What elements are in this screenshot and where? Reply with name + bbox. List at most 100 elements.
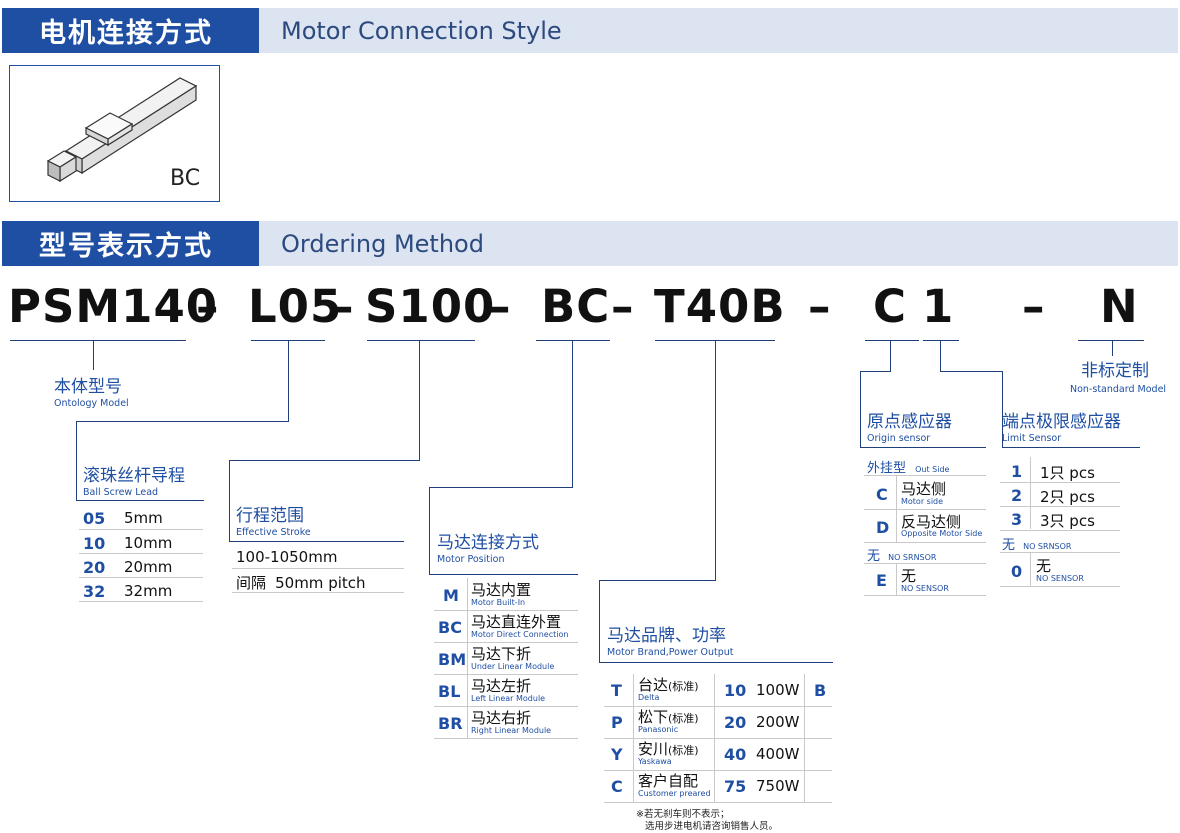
power-code: 20 [724,713,747,732]
power-value: 200W [756,713,800,731]
origin-en: Opposite Motor Side [901,529,983,538]
code-part-body: PSM140 [8,280,219,333]
section2-title-en: Ordering Method [259,221,1178,266]
position-en: Left Linear Module [471,694,546,703]
section1-title-cn: 电机连接方式 [2,8,259,53]
limit-value: 3只 pcs [1040,512,1095,530]
power-value: 100W [756,681,800,699]
stroke-subtitle: Effective Stroke [236,527,311,538]
brand-note-1: ※若无刹车则不表示； [636,809,730,820]
brand-cn: 安川(标准) [638,740,699,758]
position-en: Motor Direct Connection [471,630,569,639]
power-code: 75 [724,777,747,796]
origin-sensor-subtitle: Origin sensor [867,433,931,444]
code-part-stroke: S100 [365,280,496,333]
position-code: BM [438,650,467,669]
brand-en: Panasonic [638,725,679,734]
brand-code: P [611,713,623,732]
brake-code: B [814,681,827,700]
limit-code: 2 [1011,486,1023,505]
position-code: BL [438,682,461,701]
origin-cn: 无 [901,567,917,585]
position-en: Right Linear Module [471,726,552,735]
product-image-label: BC [170,166,201,191]
ball-screw-subtitle: Ball Screw Lead [83,487,159,498]
lead-value: 5mm [124,509,163,527]
brand-code: Y [611,745,623,764]
code-dash: – [808,280,832,333]
power-code: 40 [724,745,747,764]
brand-en: Delta [638,693,660,702]
code-part-non-standard: N [1100,280,1139,333]
underline [367,340,475,341]
motor-position-title: 马达连接方式 [437,533,539,553]
brand-note-2: 选用步进电机请咨询销售人员。 [645,821,779,832]
code-part-lead: L05 [248,280,343,333]
non-standard-subtitle: Non-standard Model [1070,384,1167,395]
limit-cn: 无 [1036,557,1052,575]
limit-code: 1 [1011,462,1023,481]
lead-value: 32mm [124,582,173,600]
ball-screw-title: 滚珠丝杆导程 [83,466,185,486]
brand-cn: 台达(标准) [638,676,699,694]
limit-code: 0 [1011,562,1023,581]
underline [10,340,186,341]
stroke-interval: 间隔 50mm pitch [236,572,366,593]
origin-en: Motor side [901,497,944,506]
position-code: M [443,586,459,605]
underline [536,340,610,341]
product-image-box: BC [9,65,220,202]
position-cn: 马达右折 [471,709,532,727]
power-value: 750W [756,777,800,795]
origin-code: C [876,485,888,504]
lead-code: 20 [83,558,106,577]
lead-value: 20mm [124,558,173,576]
origin-en: NO SENSOR [901,584,949,593]
origin-sensor-title: 原点感应器 [867,412,952,432]
underline [865,340,919,341]
power-code: 10 [724,681,747,700]
limit-none-label: 无 NO SRNSOR [1002,538,1072,553]
code-dash: – [196,280,220,333]
limit-sensor-title: 端点极限感应器 [1002,412,1121,432]
origin-code: D [876,518,890,537]
section2-title-cn: 型号表示方式 [2,221,259,266]
origin-none-label: 无 NO SRNSOR [867,549,937,564]
interval-label: 间隔 [236,574,267,592]
motor-brand-title: 马达品牌、功率 [607,626,726,646]
position-en: Under Linear Module [471,662,555,671]
code-part-origin-sensor: C [873,280,908,333]
underline [923,340,959,341]
brand-code: T [611,681,622,700]
position-cn: 马达下折 [471,645,532,663]
non-standard-title: 非标定制 [1081,361,1149,381]
position-cn: 马达左折 [471,677,532,695]
lead-code: 32 [83,582,106,601]
position-en: Motor Built-In [471,598,526,607]
limit-en: NO SENSOR [1036,574,1084,583]
brand-cn: 客户自配 [638,772,699,790]
stroke-title: 行程范围 [236,506,304,526]
lead-code: 10 [83,534,106,553]
origin-code: E [876,571,887,590]
position-code: BC [438,618,462,637]
body-model-title: 本体型号 [54,377,122,397]
origin-cn: 马达侧 [901,480,947,498]
code-dash: – [488,280,512,333]
code-dash: – [331,280,355,333]
position-code: BR [438,714,463,733]
brand-en: Yaskawa [638,757,672,766]
code-dash: – [611,280,635,333]
limit-value: 2只 pcs [1040,488,1095,506]
underline [1078,340,1144,341]
stroke-range: 100-1050mm [236,548,338,566]
limit-code: 3 [1011,510,1023,529]
lead-code: 05 [83,509,106,528]
brand-en: Customer preared [638,789,711,798]
body-model-subtitle: Ontology Model [54,398,129,409]
code-part-motor-position: BC [541,280,611,333]
code-dash: – [1022,280,1046,333]
brand-cn: 松下(标准) [638,708,699,726]
limit-sensor-subtitle: Limit Sensor [1002,433,1062,444]
position-cn: 马达内置 [471,581,532,599]
